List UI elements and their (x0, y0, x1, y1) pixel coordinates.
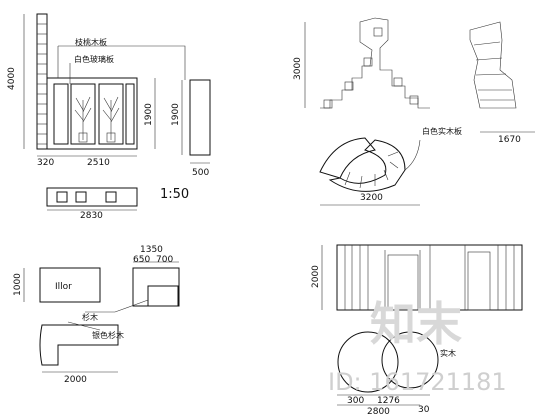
dim-cabinet-height: 1900 (144, 103, 154, 126)
dim-left-width: 320 (37, 158, 54, 168)
dim-main-width: 2510 (87, 158, 110, 168)
dim-front-height: 1000 (13, 273, 23, 296)
watermark-brand: 知末 (370, 297, 462, 351)
stair-elevation-right: 3000 白色实木板 1670 (293, 17, 535, 145)
dim-stair-height: 3000 (293, 57, 303, 80)
scale-label: 1:50 (160, 187, 189, 202)
dim-cabinet-height-right: 2000 (311, 265, 321, 288)
plan-view-left: 2830 (46, 187, 138, 221)
curved-plan-right: 3200 (319, 137, 421, 206)
dim-side-total: 1350 (140, 245, 163, 255)
dim-stair-width: 1670 (498, 135, 521, 145)
label-glass: 白色玻璃板 (74, 54, 114, 64)
dim-w2: 1276 (377, 396, 400, 406)
watermark-id: ID: 161721181 (328, 368, 507, 396)
cabinet-elevation-right: 2000 300 1276 2800 30 实木 (311, 244, 523, 417)
label-wood: 杉木 (82, 312, 98, 322)
dim-side-height: 1900 (171, 103, 181, 126)
reception-elevation-left: Illor 1000 1350 650 700 2000 杉木 银色杉木 (13, 245, 180, 385)
dim-side-width: 500 (192, 168, 209, 178)
brand-text: Illor (55, 282, 72, 292)
label-white-panel: 白色实木板 (422, 126, 462, 136)
dim-counter-width: 2000 (64, 375, 87, 385)
dim-extra: 30 (418, 405, 430, 415)
dim-plan-width: 2830 (80, 211, 103, 221)
label-solid-wood: 实木 (440, 348, 456, 358)
label-panel: 枝桃木板 (75, 37, 107, 47)
dim-plan-curve-width: 3200 (360, 193, 383, 203)
dim-total-height: 4000 (7, 67, 17, 90)
label-silver-wood: 银色杉木 (92, 330, 124, 340)
dim-side-a: 650 (133, 255, 150, 265)
elevation-view-left: 枝桃木板 白色玻璃板 4000 1900 1900 320 2510 500 (7, 13, 211, 178)
dim-side-b: 700 (156, 255, 173, 265)
dim-w1: 300 (347, 396, 364, 406)
dim-total-right: 2800 (367, 407, 390, 417)
watermark: 知末 ID: 161721181 (328, 297, 507, 396)
